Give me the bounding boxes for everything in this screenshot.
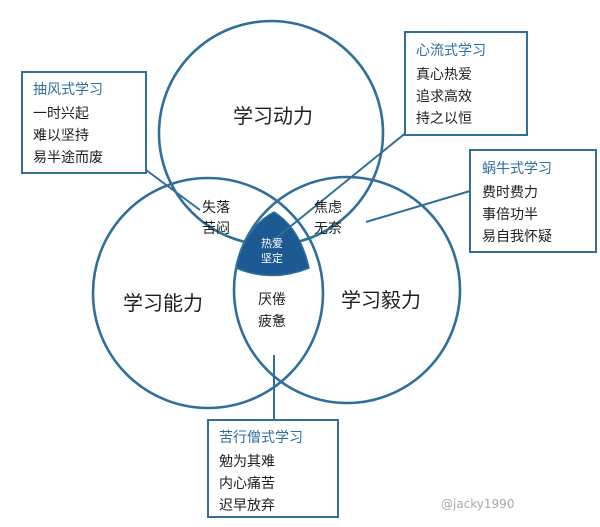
box-bottom-title: 苦行僧式学习	[219, 430, 303, 446]
box-right-title: 蜗牛式学习	[482, 161, 552, 177]
center-region	[235, 211, 310, 277]
box-top-right-title: 心流式学习	[416, 43, 486, 59]
overlap-top-right-line-2: 无奈	[314, 221, 342, 237]
box-bottom-line-2: 内心痛苦	[219, 475, 275, 492]
box-top-left-title: 抽风式学习	[33, 82, 103, 98]
connector-right	[365, 187, 481, 223]
box-bottom-line-1: 勉为其难	[219, 454, 275, 470]
box-top-right-line-1: 真心热爱	[416, 67, 472, 83]
overlap-top-left-line-1: 失落	[202, 200, 230, 216]
box-top-left	[21, 71, 147, 174]
circle-motivation	[157, 19, 385, 247]
box-right-line-1: 费时费力	[482, 185, 538, 201]
box-top-left-line-2: 难以坚持	[33, 128, 89, 144]
box-bottom-line-3: 迟早放弃	[219, 498, 275, 514]
box-top-left-line-1: 一时兴起	[33, 106, 89, 122]
overlap-top-right-line-1: 焦虑	[314, 200, 342, 216]
box-top-right-line-2: 追求高效	[416, 88, 472, 105]
overlap-top-left-line-2: 苦闷	[202, 221, 230, 237]
box-right-line-2: 事倍功半	[482, 207, 538, 223]
overlap-bottom-line-1: 厌倦	[258, 292, 286, 308]
box-top-left-line-3: 易半途而废	[33, 149, 103, 166]
box-top-right-line-3: 持之以恒	[416, 111, 472, 127]
box-right	[469, 149, 597, 253]
overlap-bottom-line-2: 疲惫	[258, 313, 286, 330]
connector-top-left	[145, 169, 201, 211]
box-top-right	[404, 31, 528, 136]
box-bottom	[207, 419, 339, 518]
label-ability: 学习能力	[123, 291, 203, 315]
box-right-line-3: 易自我怀疑	[482, 229, 552, 245]
label-motivation: 学习动力	[233, 104, 313, 128]
connector-top-right	[269, 126, 414, 244]
circle-ability	[91, 176, 325, 410]
center-label-line-2: 坚定	[261, 251, 283, 265]
circle-perseverance	[232, 175, 462, 405]
center-label-line-1: 热爱	[261, 237, 283, 250]
label-perseverance: 学习毅力	[341, 288, 421, 312]
watermark: @jacky1990	[441, 497, 514, 511]
